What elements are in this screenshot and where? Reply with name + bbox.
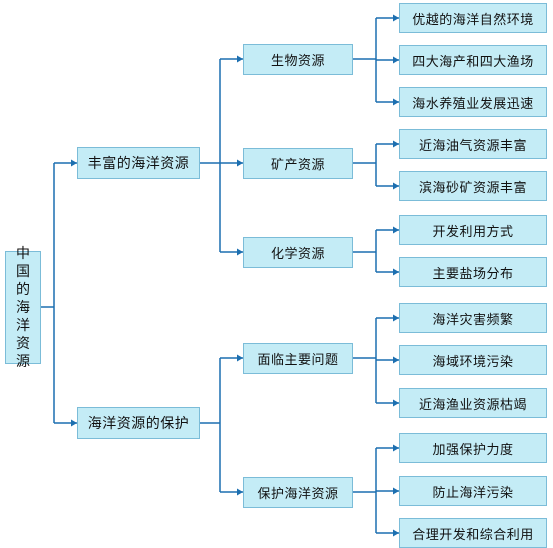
- node-mineral-resources: 矿产资源: [243, 148, 353, 179]
- arrowhead-31: [393, 140, 399, 148]
- arrowhead-45: [393, 356, 399, 364]
- node-biological-resources: 生物资源: [243, 44, 353, 75]
- arrowhead-55: [393, 529, 399, 537]
- leaf-fishery-resources-depleted: 近海渔业资源枯竭: [399, 388, 547, 418]
- arrowhead-47: [393, 399, 399, 407]
- arrowhead-23: [393, 14, 399, 22]
- arrowhead-11: [237, 159, 243, 167]
- arrowhead-43: [393, 314, 399, 322]
- leaf-frequent-marine-disasters: 海洋灾害频繁: [399, 303, 547, 333]
- arrowhead-25: [393, 56, 399, 64]
- leaf-superior-natural-environment: 优越的海洋自然环境: [399, 3, 547, 33]
- node-chemical-resources: 化学资源: [243, 237, 353, 268]
- leaf-coastal-placer-minerals-rich: 滨海砂矿资源丰富: [399, 171, 547, 201]
- leaf-sea-area-pollution: 海域环境污染: [399, 345, 547, 375]
- branch-marine-resource-protection: 海洋资源的保护: [77, 407, 200, 439]
- leaf-main-salt-fields: 主要盐场分布: [399, 257, 547, 287]
- leaf-strengthen-protection: 加强保护力度: [399, 433, 547, 463]
- arrowhead-17: [237, 354, 243, 362]
- arrowhead-33: [393, 182, 399, 190]
- leaf-rational-development-use: 合理开发和综合利用: [399, 518, 547, 548]
- node-main-problems: 面临主要问题: [243, 343, 353, 374]
- leaf-mariculture-rapid-growth: 海水养殖业发展迅速: [399, 87, 547, 117]
- leaf-four-seafoods-four-fisheries: 四大海产和四大渔场: [399, 45, 547, 75]
- node-protect-marine-resources: 保护海洋资源: [243, 477, 353, 508]
- arrowhead-19: [237, 488, 243, 496]
- arrowhead-53: [393, 487, 399, 495]
- arrowhead-51: [393, 444, 399, 452]
- arrowhead-13: [237, 248, 243, 256]
- arrowhead-3: [71, 159, 77, 167]
- leaf-offshore-oil-gas-rich: 近海油气资源丰富: [399, 129, 547, 159]
- arrowhead-27: [393, 98, 399, 106]
- root-node-china-marine-resources: 中国的海洋资源: [5, 246, 41, 370]
- branch-rich-marine-resources: 丰富的海洋资源: [77, 147, 200, 179]
- leaf-prevent-marine-pollution: 防止海洋污染: [399, 476, 547, 506]
- leaf-development-methods: 开发利用方式: [399, 215, 547, 245]
- arrowhead-39: [393, 268, 399, 276]
- arrowhead-5: [71, 419, 77, 427]
- arrowhead-9: [237, 55, 243, 63]
- arrowhead-37: [393, 226, 399, 234]
